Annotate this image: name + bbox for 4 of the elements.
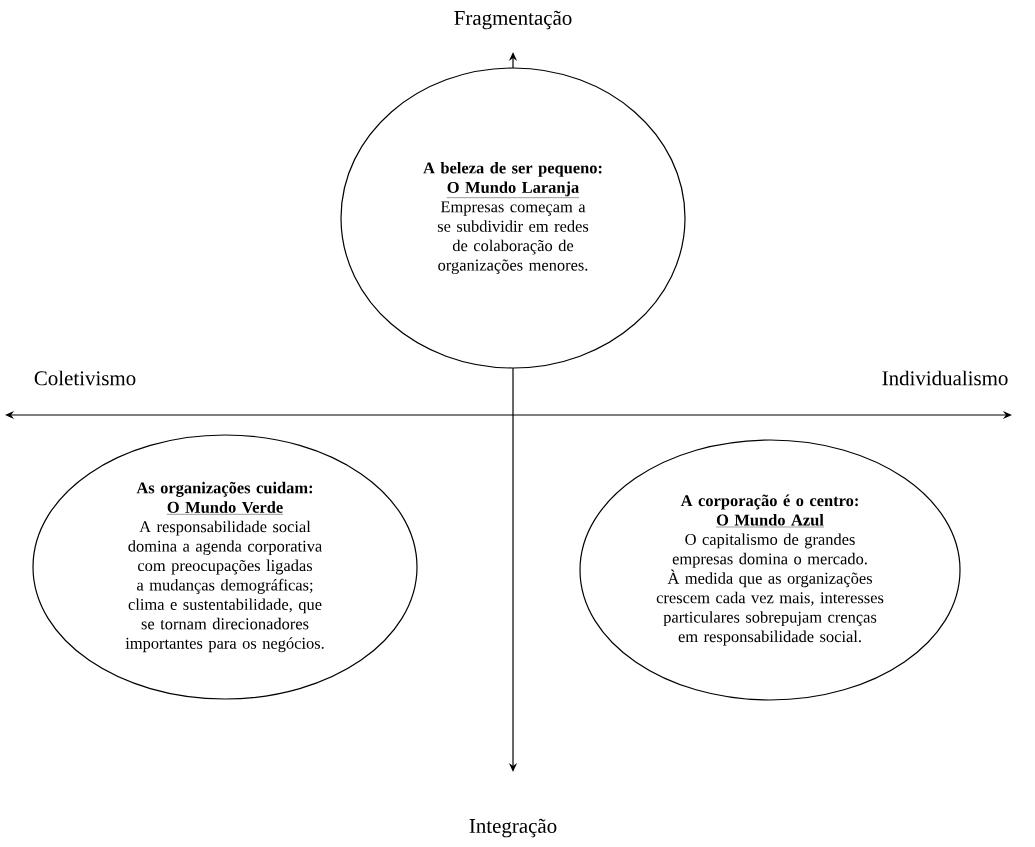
axis-label: Coletivismo	[34, 370, 136, 386]
axis-label: Fragmentação	[454, 10, 572, 30]
axis-label: Integração	[469, 818, 557, 838]
axis-label: Individualismo	[882, 370, 1008, 386]
